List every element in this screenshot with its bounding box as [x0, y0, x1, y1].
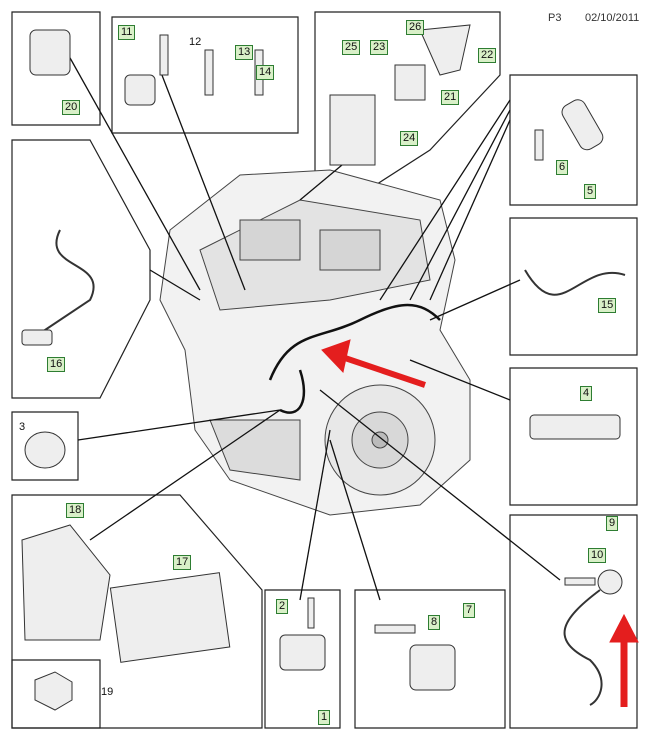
engine-illustration [159, 169, 471, 516]
callout-12: 12 [189, 36, 202, 48]
page-date: 02/10/2011 [585, 12, 640, 24]
callout-10: 10 [588, 548, 607, 563]
part-5-sensor [561, 99, 604, 151]
callout-23: 23 [370, 40, 389, 55]
box-part-16 [11, 139, 151, 399]
part-13-screw [204, 49, 214, 96]
callout-13: 13 [235, 45, 254, 60]
callout-7: 7 [463, 603, 476, 618]
part-16-o2-sensor [29, 229, 95, 341]
callout-19: 19 [101, 686, 114, 698]
callout-2: 2 [276, 599, 289, 614]
box-part-20 [11, 11, 101, 126]
part-6-bolt [534, 129, 544, 161]
callout-4: 4 [580, 386, 593, 401]
callout-9: 9 [606, 516, 619, 531]
box-parts-1-2 [264, 589, 341, 729]
part-12-bolt [159, 34, 169, 76]
page-number: P3 [548, 12, 562, 24]
callout-20: 20 [62, 100, 81, 115]
callout-11: 11 [118, 25, 136, 40]
callout-15: 15 [598, 298, 617, 313]
box-parts-7-8 [354, 589, 506, 729]
callout-14: 14 [256, 65, 275, 80]
part-9-knock-sensor [597, 569, 623, 595]
part-21-module [394, 64, 426, 101]
callout-21: 21 [441, 90, 460, 105]
part-8-bolt [374, 624, 416, 634]
part-2-bolt [307, 597, 315, 629]
red-arrow-engine [344, 355, 426, 388]
red-arrow-engine-head [321, 339, 351, 374]
part-11-sensor [124, 74, 156, 106]
red-arrow-knock-head [609, 613, 639, 643]
callout-26: 26 [406, 20, 425, 35]
callout-6: 6 [556, 160, 569, 175]
box-part-4 [509, 367, 638, 506]
part-24-shield [329, 94, 376, 166]
part-18-cover [21, 524, 111, 641]
part-4-sensor [529, 414, 621, 440]
box-parts-9-10 [509, 514, 638, 729]
part-19-nut [34, 671, 73, 711]
callout-5: 5 [584, 184, 597, 199]
box-part-19 [11, 659, 101, 729]
part-22-bracket [419, 24, 471, 76]
part-9-harness [563, 589, 603, 706]
part-15-harness [524, 269, 626, 296]
part-10-bolt [564, 577, 596, 586]
box-parts-5-6 [509, 74, 638, 206]
callout-1: 1 [318, 710, 331, 725]
part-17-ecm [109, 572, 231, 663]
callout-17: 17 [173, 555, 192, 570]
callout-8: 8 [428, 615, 441, 630]
callout-3: 3 [19, 421, 26, 433]
part-3-grommet [24, 431, 66, 469]
box-parts-11-14 [111, 16, 299, 134]
callout-22: 22 [478, 48, 497, 63]
box-part-3 [11, 411, 79, 481]
part-20-sensor [29, 29, 71, 76]
box-part-15 [509, 217, 638, 356]
callout-16: 16 [47, 357, 66, 372]
callout-25: 25 [342, 40, 361, 55]
part-7-sensor [409, 644, 456, 691]
callout-24: 24 [400, 131, 419, 146]
callout-18: 18 [66, 503, 85, 518]
part-1-sensor [279, 634, 326, 671]
